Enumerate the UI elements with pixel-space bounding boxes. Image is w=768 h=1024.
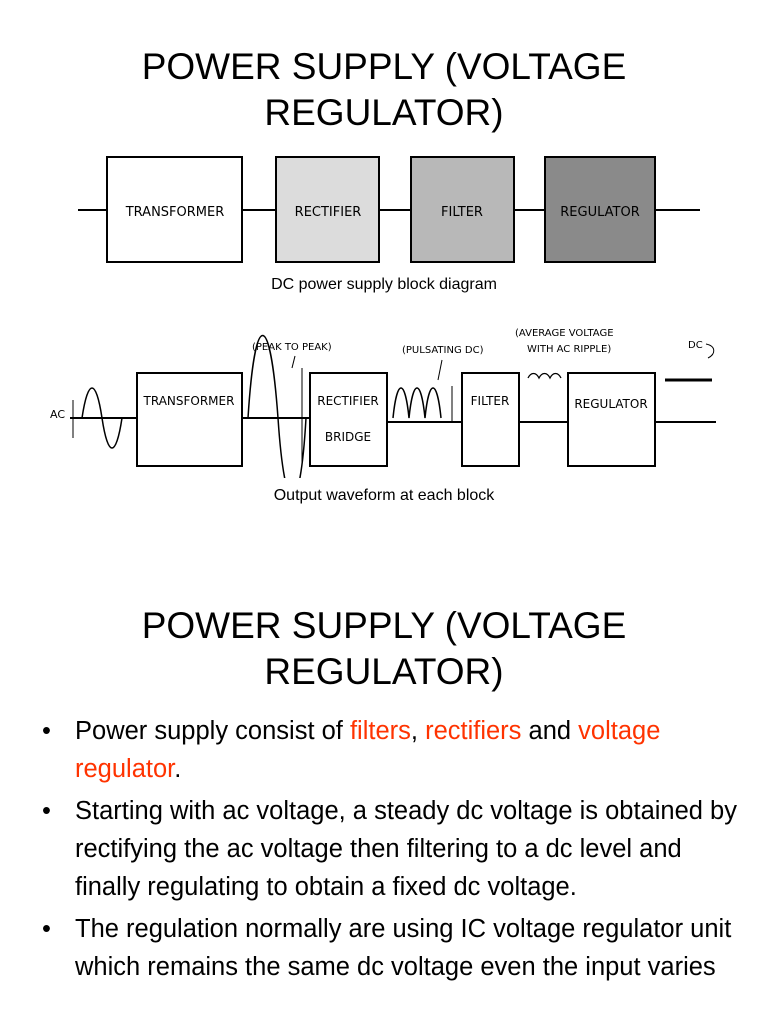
slide1-title-line1: POWER SUPPLY (VOLTAGE (141, 46, 627, 87)
bullet-text: . (174, 755, 182, 783)
dc-label: DC (688, 340, 703, 351)
block-rectifier: RECTIFIER (275, 156, 380, 263)
wave-regulator-label: REGULATOR (574, 397, 647, 411)
bullet-text: , (410, 717, 426, 745)
bullet-marker: • (42, 717, 51, 745)
highlight-voltage-regulator: voltage regulator (75, 717, 661, 783)
block-filter-label: FILTER (441, 205, 483, 220)
bullet-list: • Power supply consist of filters, recti… (40, 712, 740, 990)
average-voltage-label-2: WITH AC RIPPLE) (527, 344, 611, 355)
slide2-title-line1: POWER SUPPLY (VOLTAGE (141, 605, 627, 646)
block-transformer: TRANSFORMER (106, 156, 243, 263)
peak-arrow (291, 355, 296, 369)
wave-filter-block (461, 372, 520, 467)
wave-transformer-label: TRANSFORMER (143, 394, 235, 408)
block-transformer-label: TRANSFORMER (125, 205, 225, 220)
average-voltage-label-1: (AVERAGE VOLTAGE (515, 328, 614, 339)
highlight-filters: filters (349, 717, 411, 745)
block-filter: FILTER (410, 156, 515, 263)
ac-label: AC (50, 408, 65, 421)
bullet-item: • Power supply consist of filters, recti… (40, 712, 740, 788)
wave-rectifier-label-1: RECTIFIER (317, 394, 379, 408)
bullet-item: • Starting with ac voltage, a steady dc … (40, 792, 740, 906)
peak-to-peak-label: (PEAK TO PEAK) (252, 342, 332, 353)
pulsating-arrow (437, 359, 443, 381)
slide1-title: POWER SUPPLY (VOLTAGE REGULATOR) (0, 44, 768, 136)
block-regulator-label: REGULATOR (560, 205, 639, 220)
block-rectifier-label: RECTIFIER (295, 205, 362, 220)
bullet-marker: • (42, 797, 51, 825)
waveform-diagram-caption: Output waveform at each block (273, 487, 495, 504)
ripple-wave (527, 372, 562, 380)
slide1-title-line2: REGULATOR) (264, 92, 504, 133)
highlight-rectifiers: rectifiers (425, 717, 522, 745)
wave-filter-label: FILTER (471, 394, 510, 408)
bullet-text: Power supply consist of (75, 717, 350, 745)
slide2-title: POWER SUPPLY (VOLTAGE REGULATOR) (0, 603, 768, 695)
wave-transformer-block (136, 372, 243, 467)
bullet-text: and (521, 717, 579, 745)
slide2-title-line2: REGULATOR) (264, 651, 504, 692)
dc-arrow (705, 343, 715, 359)
waveform-diagram: AC TRANSFORMER (PEAK TO PEAK) RECTIFIER … (50, 328, 716, 478)
block-diagram: TRANSFORMER RECTIFIER FILTER REGULATOR (78, 156, 700, 263)
bullet-marker: • (42, 915, 51, 943)
block-regulator: REGULATOR (544, 156, 656, 263)
transformer-output-wave (247, 334, 307, 478)
bullet-text: The regulation normally are using IC vol… (75, 915, 732, 981)
pulsating-wave (392, 387, 442, 419)
wave-rectifier-block (309, 372, 388, 467)
bullet-item: • The regulation normally are using IC v… (40, 910, 740, 986)
block-diagram-caption: DC power supply block diagram (271, 276, 497, 293)
wave-regulator-block (567, 372, 656, 467)
wave-rectifier-label-2: BRIDGE (325, 430, 371, 444)
pulsating-dc-label: (PULSATING DC) (402, 345, 484, 356)
bullet-text: Starting with ac voltage, a steady dc vo… (75, 797, 737, 901)
